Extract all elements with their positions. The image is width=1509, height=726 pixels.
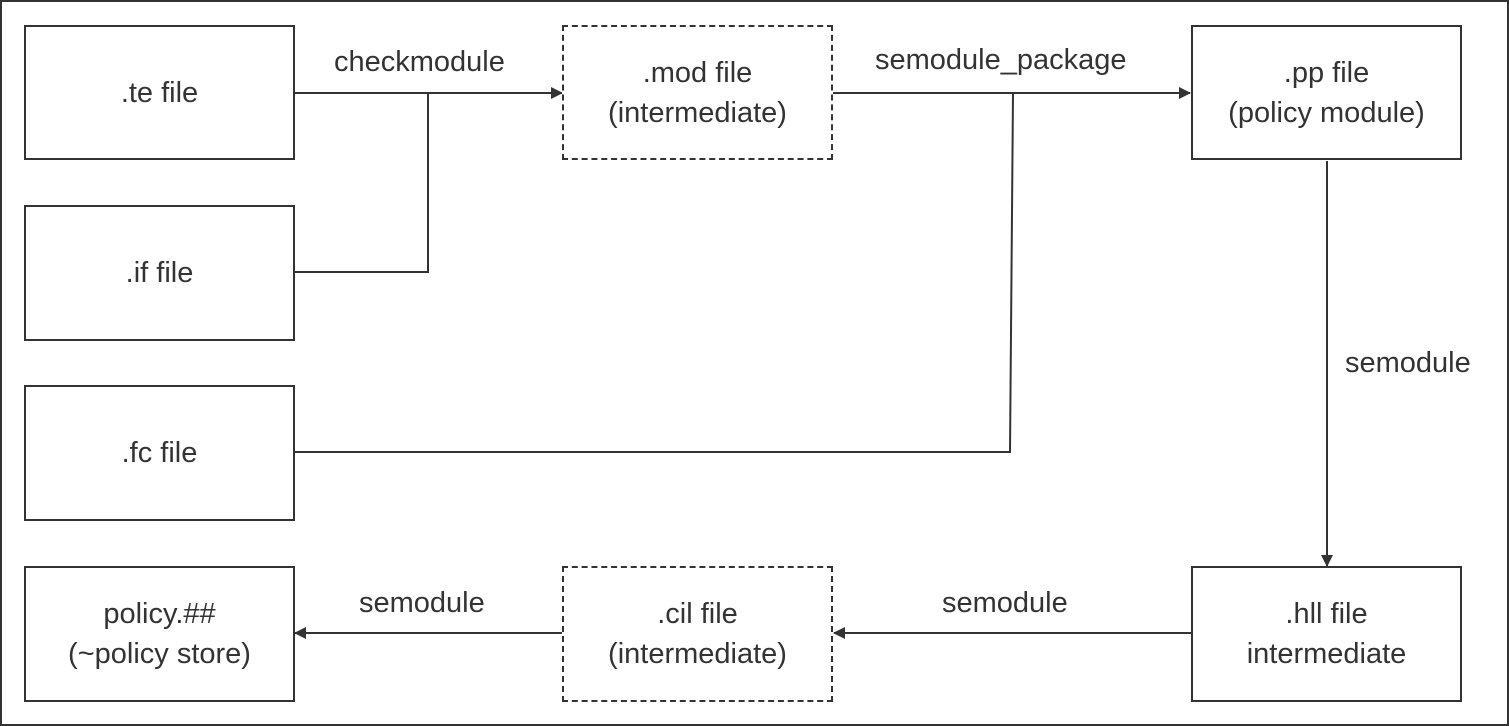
node-cil-file: .cil file (intermediate) (562, 566, 833, 702)
node-pp-file: .pp file (policy module) (1191, 25, 1462, 160)
edge-label-semodule-hll-cil: semodule (942, 587, 1068, 619)
edge-label-semodule-cil-policy: semodule (359, 587, 485, 619)
node-hll-file-sublabel: intermediate (1246, 638, 1407, 670)
node-if-file: .if file (24, 205, 295, 341)
edge-if-merge (295, 93, 429, 273)
edge-label-semodule-vertical: semodule (1345, 347, 1471, 379)
edge-fc-merge (295, 92, 1014, 453)
node-pp-file-sublabel: (policy module) (1228, 96, 1425, 129)
node-te-file: .te file (24, 25, 295, 160)
node-cil-file-label: .cil file (657, 598, 738, 630)
node-if-file-label: .if file (125, 257, 194, 289)
node-policy-store-sublabel: (~policy store) (68, 638, 251, 670)
edge-label-checkmodule: checkmodule (334, 46, 505, 78)
node-hll-file: .hll file intermediate (1191, 566, 1462, 702)
node-pp-file-label: .pp file (1283, 56, 1370, 89)
node-fc-file: .fc file (24, 385, 295, 521)
node-hll-file-label: .hll file (1285, 598, 1368, 630)
node-fc-file-label: .fc file (121, 437, 198, 469)
edge-label-semodule-package: semodule_package (875, 44, 1127, 76)
node-mod-file-label: .mod file (642, 56, 753, 89)
node-mod-file-sublabel: (intermediate) (608, 96, 787, 129)
node-te-file-label: .te file (120, 76, 199, 109)
node-policy-store: policy.## (~policy store) (24, 566, 295, 702)
node-policy-store-label: policy.## (103, 598, 216, 630)
node-cil-file-sublabel: (intermediate) (608, 638, 787, 670)
node-mod-file: .mod file (intermediate) (562, 25, 833, 160)
